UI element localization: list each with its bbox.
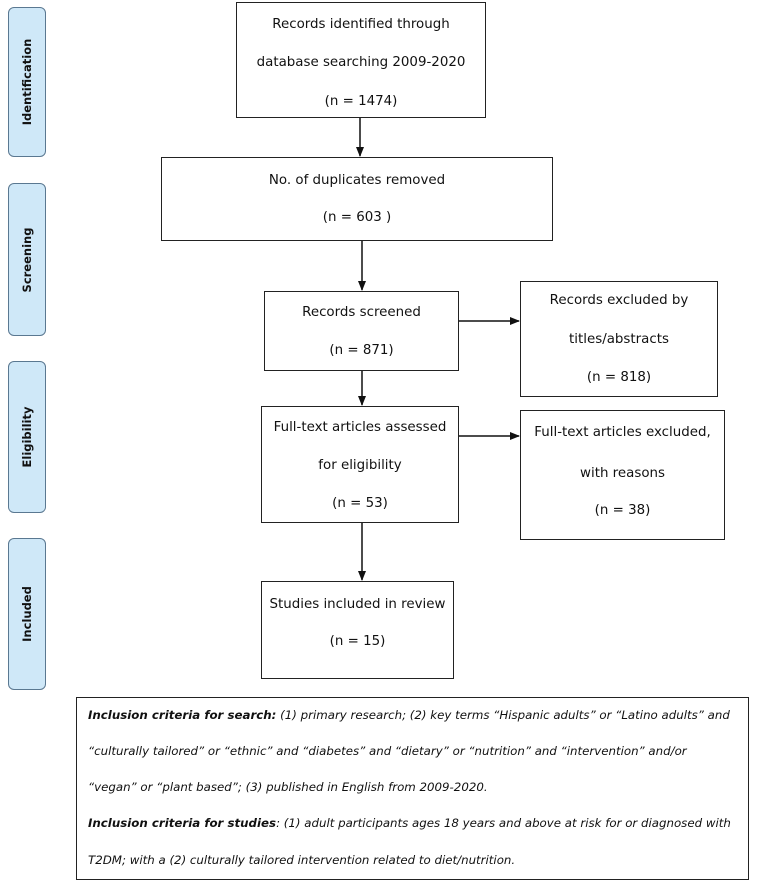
box-fulltext-excluded-line1: Full-text articles excluded, (534, 425, 711, 440)
box-fulltext-excluded-line2: with reasons (580, 466, 665, 481)
box-records-excluded-count: (n = 818) (586, 370, 652, 385)
stage-identification: Identification (8, 7, 46, 157)
box-records-screened-count: (n = 871) (329, 343, 394, 358)
inclusion-criteria-box: Inclusion criteria for search: (1) prima… (76, 697, 749, 880)
criteria-search-line1: Inclusion criteria for search: (1) prima… (88, 708, 730, 722)
criteria-search-label: Inclusion criteria for search: (88, 708, 277, 722)
box-duplicates-removed: No. of duplicates removed (n = 603 ) (161, 157, 553, 241)
criteria-studies-label: Inclusion criteria for studies (88, 816, 277, 830)
criteria-search-line2: “culturally tailored” or “ethnic” and “d… (88, 744, 687, 758)
box-studies-included-line1: Studies included in review (269, 597, 446, 612)
criteria-search-line3: “vegan” or “plant based”; (3) published … (88, 780, 488, 794)
box-studies-included: Studies included in review (n = 15) (261, 581, 454, 679)
box-fulltext-assessed-count: (n = 53) (332, 496, 388, 511)
box-fulltext-excluded: Full-text articles excluded, with reason… (520, 410, 725, 540)
box-fulltext-assessed: Full-text articles assessed for eligibil… (261, 406, 459, 523)
stage-screening: Screening (8, 183, 46, 336)
stage-eligibility: Eligibility (8, 361, 46, 513)
stage-included: Included (8, 538, 46, 690)
box-records-excluded: Records excluded by titles/abstracts (n … (520, 281, 718, 397)
box-records-excluded-line2: titles/abstracts (569, 332, 669, 347)
box-fulltext-assessed-line2: for eligibility (318, 458, 402, 473)
criteria-studies-line1: Inclusion criteria for studies: (1) adul… (88, 816, 731, 830)
box-fulltext-assessed-line1: Full-text articles assessed (273, 420, 447, 435)
box-records-screened-line1: Records screened (302, 305, 421, 320)
box-records-identified: Records identified through database sear… (236, 2, 486, 118)
box-records-identified-line1: Records identified through (272, 17, 450, 32)
box-duplicates-removed-count: (n = 603 ) (322, 210, 392, 225)
box-studies-included-count: (n = 15) (329, 634, 386, 649)
box-records-screened: Records screened (n = 871) (264, 291, 459, 371)
criteria-studies-line2: T2DM; with a (2) culturally tailored int… (88, 853, 516, 867)
box-records-excluded-line1: Records excluded by (549, 293, 689, 308)
box-fulltext-excluded-count: (n = 38) (594, 503, 651, 518)
box-records-identified-line2: database searching 2009-2020 (256, 55, 466, 70)
box-records-identified-count: (n = 1474) (324, 94, 398, 109)
box-duplicates-removed-line1: No. of duplicates removed (268, 173, 446, 188)
